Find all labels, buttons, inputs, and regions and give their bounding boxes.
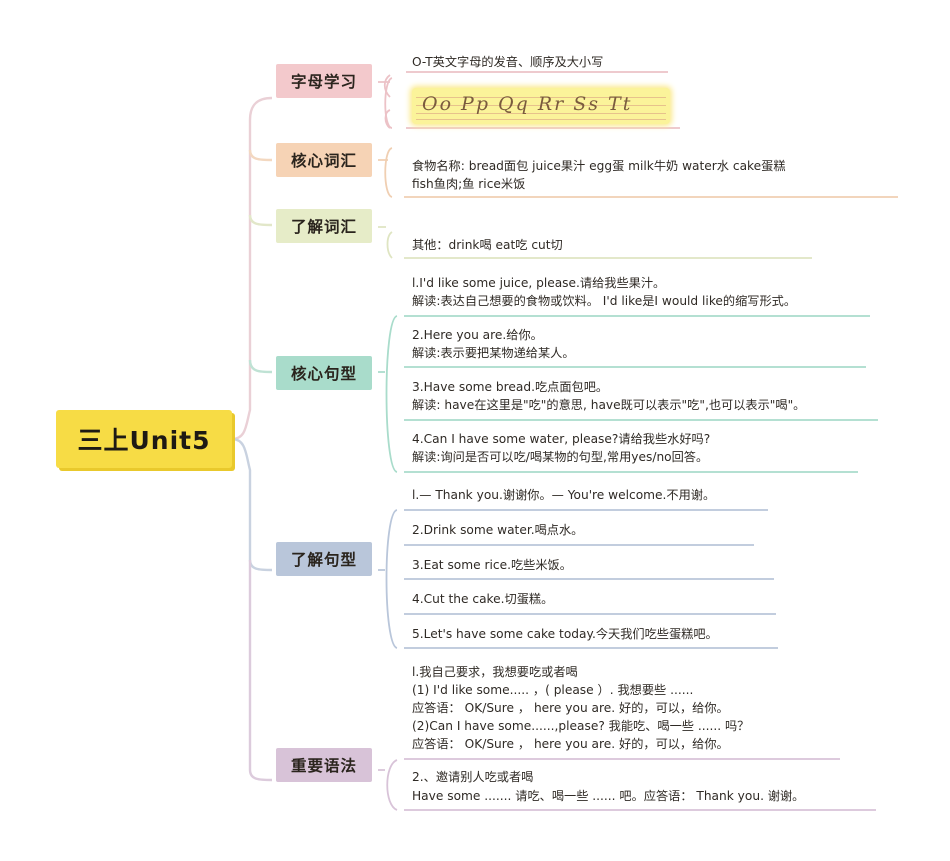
letters-handwriting-strip: Oo Pp Qq Rr Ss Tt [412,88,670,124]
know-sentence-5: 5.Let's have some cake today.今天我们吃些蛋糕吧。 [412,627,718,641]
core-sentence-4: 4.Can I have some water, please?请给我些水好吗? [412,432,711,446]
know-sentence-2: 2.Drink some water.喝点水。 [412,523,584,537]
core-vocab-line-1: 食物名称: bread面包 juice果汁 egg蛋 milk牛奶 water水… [412,159,786,173]
letters-description: O-T英文字母的发音、顺序及大小写 [412,55,604,69]
core-sentence-1-note: 解读:表达自己想要的食物或饮料。 I'd like是I would like的缩… [412,294,797,308]
branch-letters[interactable]: 字母学习 [276,64,372,98]
know-vocab-line-1: 其他：drink喝 eat吃 cut切 [412,238,563,252]
core-sentence-1: l.I'd like some juice, please.请给我些果汁。 [412,276,666,290]
letters-sample: Oo Pp Qq Rr Ss Tt [422,93,633,115]
grammar-2-line-1: 2.、邀请别人吃或者喝 [412,770,534,784]
grammar-2-line-2: Have some ....... 请吃、喝一些 ...... 吧。应答语： T… [412,789,805,803]
root-node[interactable]: 三上Unit5 [56,410,232,468]
core-sentence-4-note: 解读:询问是否可以吃/喝某物的句型,常用yes/no回答。 [412,450,709,464]
core-sentence-2: 2.Here you are.给你。 [412,328,543,342]
branch-grammar[interactable]: 重要语法 [276,748,372,782]
grammar-1-line-5: 应答语： OK/Sure ， here you are. 好的，可以，给你。 [412,737,729,751]
grammar-1-line-2: (1) I'd like some..... ，( please ）. 我想要些… [412,683,694,697]
know-sentence-4: 4.Cut the cake.切蛋糕。 [412,592,554,606]
branch-core-sentences[interactable]: 核心句型 [276,356,372,390]
grammar-1-line-3: 应答语： OK/Sure ， here you are. 好的，可以，给你。 [412,701,729,715]
know-sentence-3: 3.Eat some rice.吃些米饭。 [412,558,572,572]
grammar-1-line-4: (2)Can I have some......,please? 我能吃、喝一些… [412,719,750,733]
core-sentence-3-note: 解读: have在这里是"吃"的意思, have既可以表示"吃",也可以表示"喝… [412,398,806,412]
branch-core-vocab[interactable]: 核心词汇 [276,143,372,177]
know-sentence-1: l.— Thank you.谢谢你。— You're welcome.不用谢。 [412,488,716,502]
core-sentence-3: 3.Have some bread.吃点面包吧。 [412,380,609,394]
core-sentence-2-note: 解读:表示要把某物递给某人。 [412,346,575,360]
branch-know-vocab[interactable]: 了解词汇 [276,209,372,243]
grammar-1-line-1: l.我自己要求，我想要吃或者喝 [412,665,578,679]
core-vocab-line-2: fish鱼肉;鱼 rice米饭 [412,177,526,191]
branch-know-sentences[interactable]: 了解句型 [276,542,372,576]
